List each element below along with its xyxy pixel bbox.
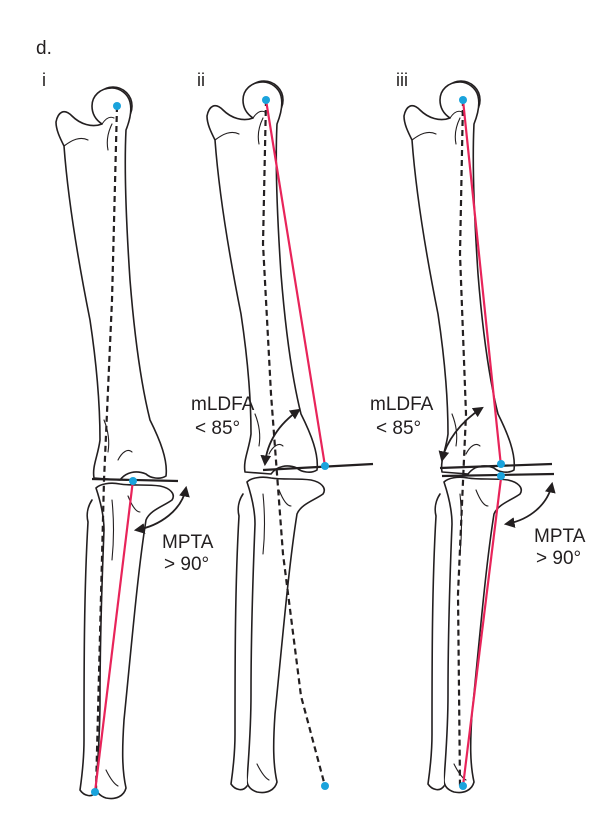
panel-numeral-ii: ii	[197, 70, 205, 90]
femoral-joint-line	[439, 462, 553, 470]
panel-i: i MPTA > 90°	[42, 70, 214, 800]
femur-outline	[206, 81, 319, 475]
panel-numeral-iii: iii	[396, 70, 408, 90]
mpta-angle-arc	[133, 485, 190, 534]
mpta-label: MPTA	[162, 532, 214, 553]
femoral-mechanical-axis	[264, 99, 327, 467]
tibial-mechanical-axis	[461, 477, 503, 787]
ankle-center-dot	[91, 788, 99, 796]
femur-outline	[403, 81, 516, 475]
femur-outline	[55, 87, 168, 481]
distal-femur-center-dot	[497, 460, 505, 468]
femoral-mechanical-axis	[461, 99, 503, 467]
mldfa-label: mLDFA	[191, 394, 255, 415]
hip-center-dot	[113, 102, 121, 110]
knee-center-dot	[321, 462, 329, 470]
hip-center-dot	[262, 96, 270, 104]
mpta-angle-arc	[503, 481, 556, 528]
dashed-mechanical-axis	[261, 99, 327, 787]
panel-ii: ii mLDFA < 85°	[191, 70, 374, 794]
mpta-label: MPTA	[534, 526, 586, 547]
hip-center-dot	[459, 96, 467, 104]
mpta-value: > 90°	[536, 548, 581, 569]
panel-numeral-i: i	[42, 70, 46, 90]
knee-center-dot	[129, 477, 137, 485]
mldfa-label: mLDFA	[370, 394, 434, 415]
mldfa-angle-arc	[438, 406, 484, 463]
mpta-value: > 90°	[164, 554, 209, 575]
ankle-center-dot	[321, 782, 329, 790]
mldfa-value: < 85°	[376, 418, 421, 439]
tibia-fibula-outline	[230, 476, 326, 794]
dashed-mechanical-axis	[94, 105, 119, 791]
panel-iii: iii mLDFA < 85° MPTA > 90°	[370, 70, 586, 794]
mldfa-angle-arc	[260, 408, 301, 467]
tibial-mechanical-axis	[93, 479, 135, 793]
femoral-joint-line	[262, 462, 374, 472]
figure-label: d.	[36, 38, 52, 59]
mldfa-value: < 85°	[195, 418, 240, 439]
ankle-center-dot	[459, 782, 467, 790]
proximal-tibia-center-dot	[497, 472, 505, 480]
